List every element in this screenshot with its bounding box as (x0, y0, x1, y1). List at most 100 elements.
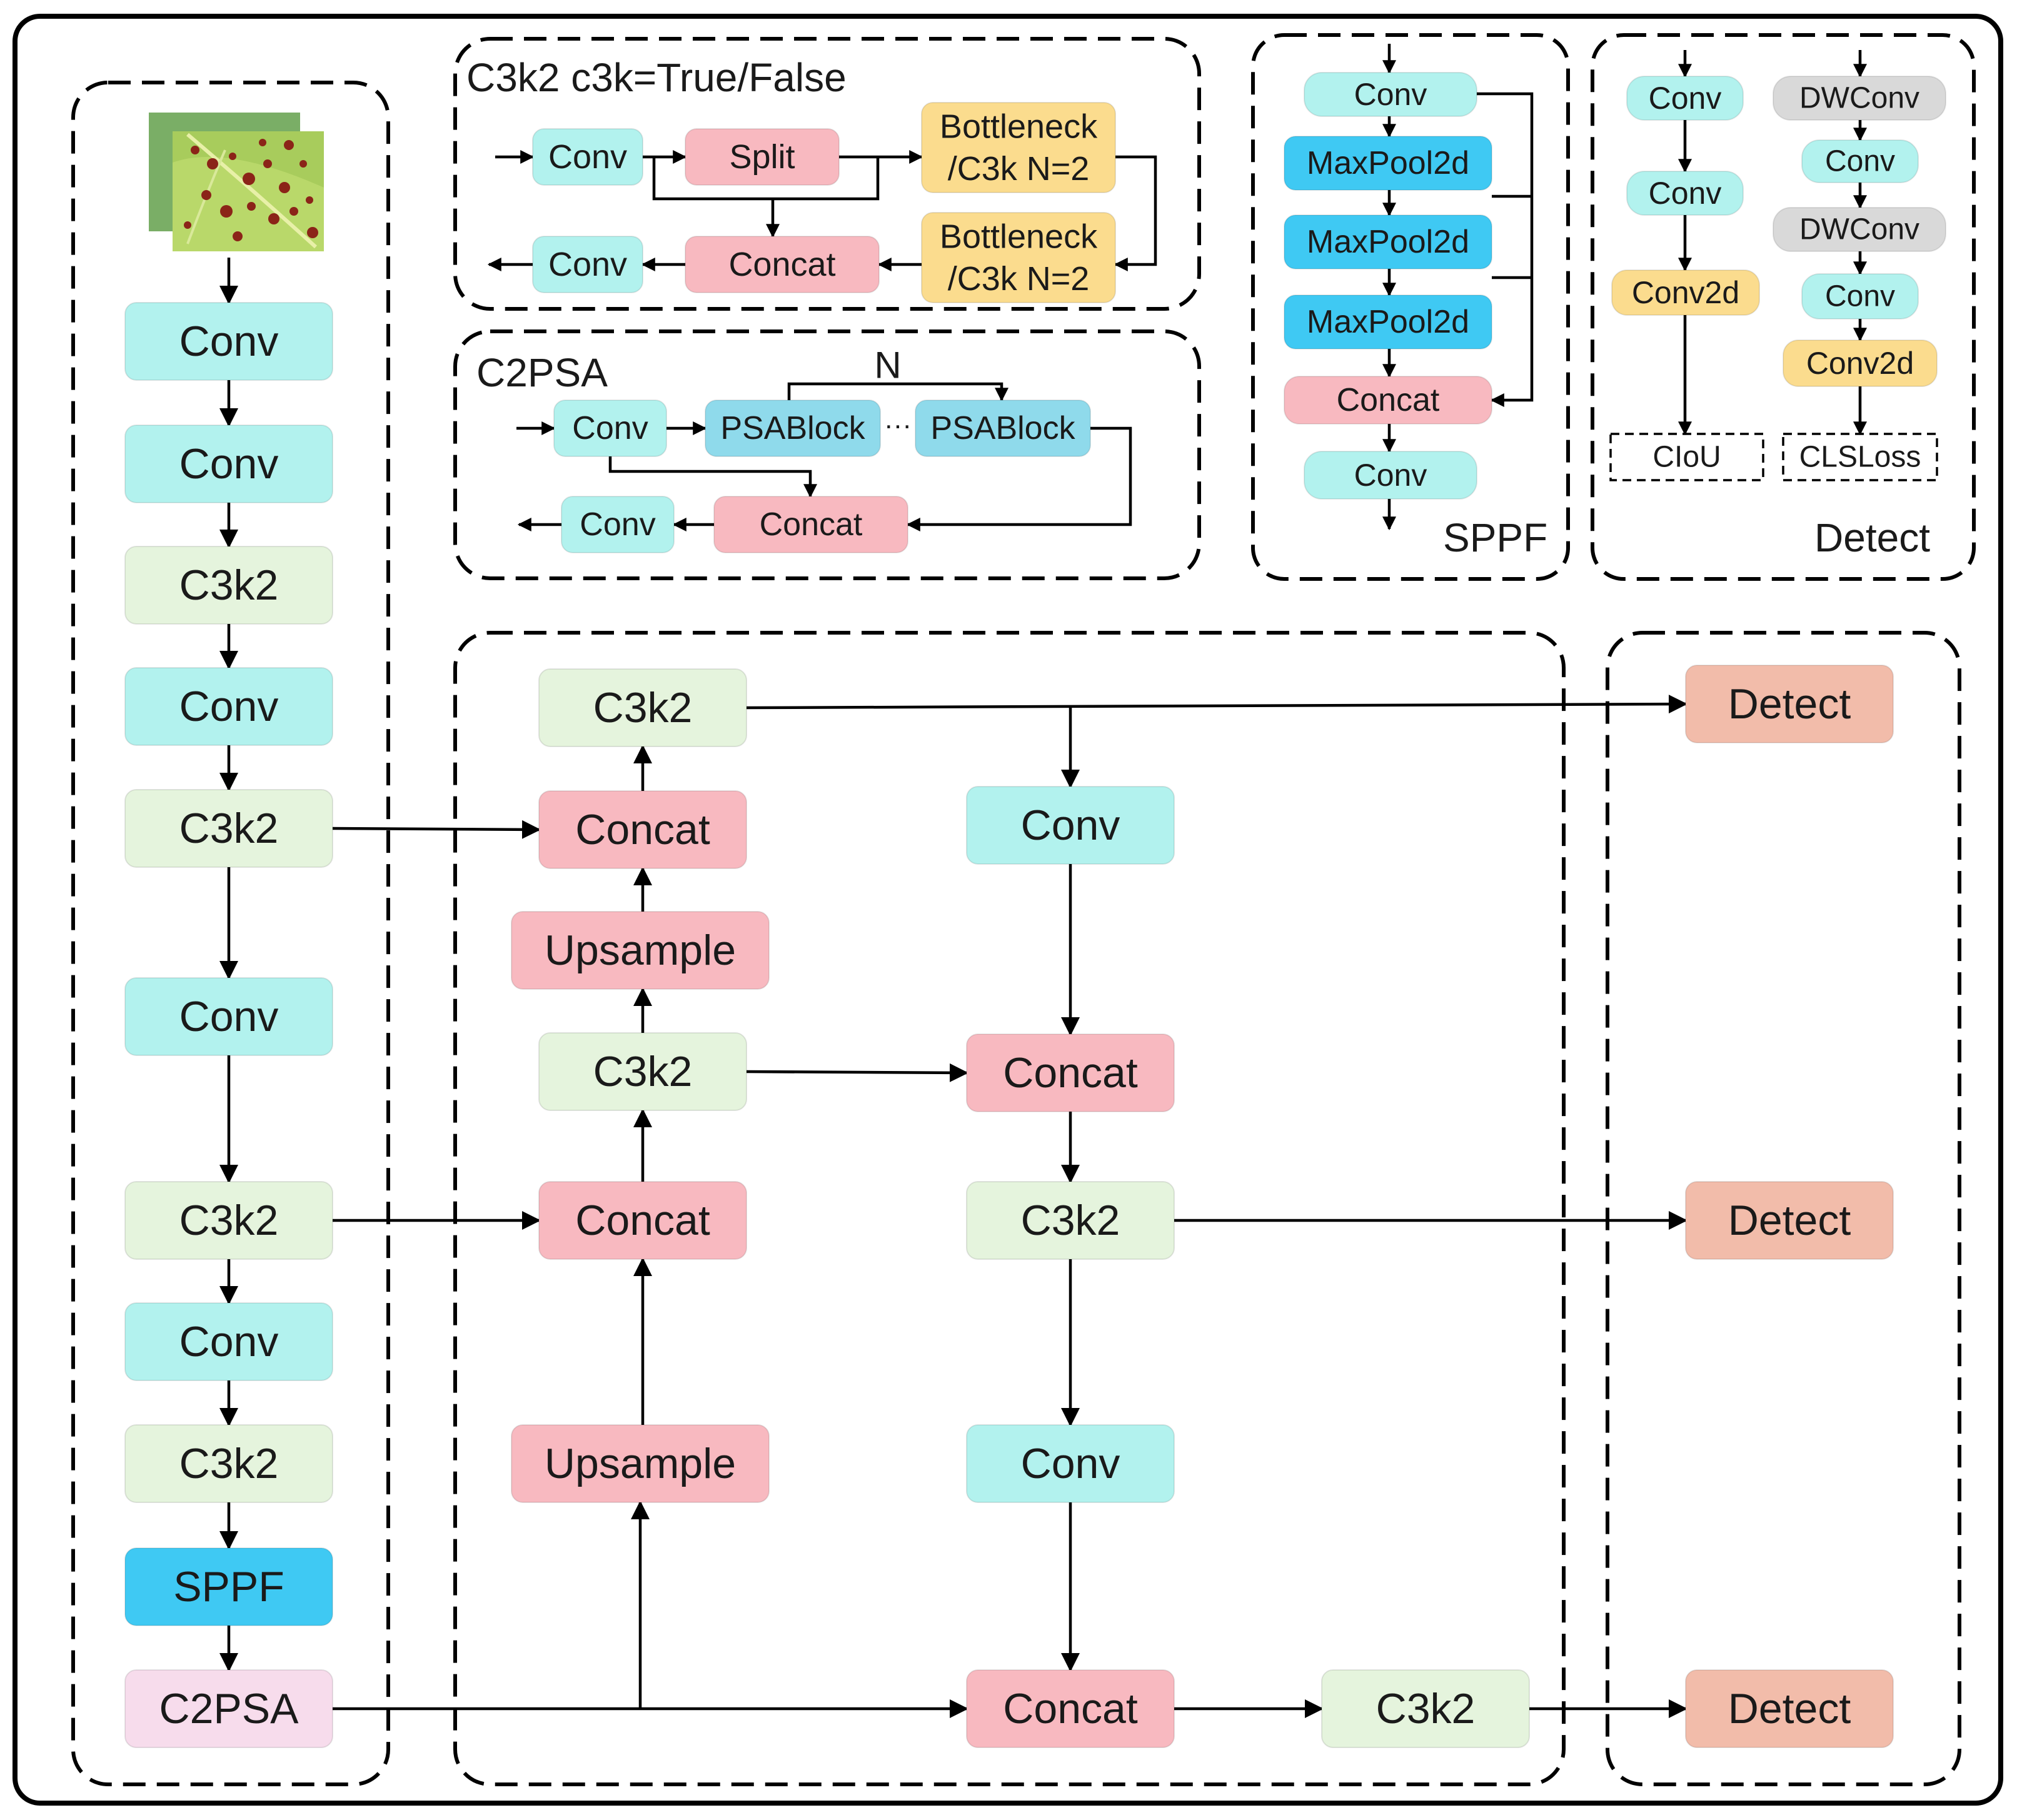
neck-block-4-label: Concat (575, 1197, 710, 1244)
det-mod-conv2d-1: Conv2d (1611, 269, 1760, 316)
sppf-mod-maxpool-3-label: MaxPool2d (1307, 304, 1469, 340)
neck-block-0: C3k2 (538, 668, 747, 747)
backbone-block-2-box (124, 546, 333, 625)
backbone-block-4-box (124, 789, 333, 868)
det-mod-conv-4: Conv (1801, 273, 1919, 319)
det-mod-dwconv-2-box (1773, 207, 1946, 252)
det-mod-conv-1-label: Conv (1649, 81, 1722, 116)
backbone-block-6-box (124, 1181, 333, 1260)
neck-block-5-label: Upsample (545, 1440, 736, 1487)
neck-block-7: Concat (966, 1033, 1175, 1112)
sppf-mod-skip-main (1477, 92, 1534, 407)
sppf-mod-maxpool-2-label: MaxPool2d (1307, 224, 1469, 260)
det-mod-ciou-box (1609, 433, 1764, 481)
det-mod-conv-3: Conv (1801, 139, 1919, 183)
c2psa-mod-conv-out-box (561, 496, 675, 553)
neck-block-2-box (511, 911, 770, 990)
neck-block-7-label: Concat (1003, 1049, 1138, 1097)
det-mod-conv2d-1-label: Conv2d (1632, 275, 1739, 310)
c2psa-module-title: C2PSA (476, 350, 608, 395)
neck-block-0-box (538, 668, 747, 747)
neck-block-0-label: C3k2 (593, 684, 693, 732)
neck-block-3-label: C3k2 (593, 1048, 693, 1095)
c2psa-mod-repeat-loop (787, 382, 1008, 402)
link-c3k2-to-detect-1 (746, 695, 1688, 714)
neck-block-6: Conv (966, 786, 1175, 865)
sppf-mod-maxpool-1: MaxPool2d (1284, 136, 1492, 191)
neck-block-6-label: Conv (1021, 802, 1120, 849)
outer-frame (13, 14, 2003, 1806)
neck-block-10: Concat (966, 1669, 1175, 1748)
backbone-block-5: Conv (124, 977, 333, 1056)
backbone-block-1: Conv (124, 425, 333, 503)
backbone-block-3: Conv (124, 667, 333, 746)
c2psa-mod-psablock-2-label: PSABlock (930, 410, 1075, 446)
detect-block-2: Detect (1685, 1669, 1894, 1748)
backbone-block-10: C2PSA (124, 1669, 333, 1748)
link-c3k2-to-concat-top (332, 820, 541, 839)
c2psa-mod-psablock-1-box (705, 400, 881, 457)
backbone-block-4: C3k2 (124, 789, 333, 868)
c3k2-mod-split-box (685, 128, 840, 186)
c3k2-mod-conv-in: Conv (532, 128, 643, 186)
leaf-image (149, 113, 324, 251)
c2psa-module-group (453, 329, 1201, 580)
backbone-block-0-label: Conv (179, 318, 279, 365)
c3k2-mod-concat-box (685, 236, 880, 293)
det-mod-conv-4-label: Conv (1825, 280, 1895, 313)
c2psa-mod-psablock-1: PSABlock (705, 400, 881, 457)
backbone-block-10-box (124, 1669, 333, 1748)
c2psa-mod-concat-box (713, 496, 908, 553)
c3k2-mod-conv-out-label: Conv (548, 246, 627, 283)
neck-group (453, 631, 1566, 1786)
det-mod-conv-1-box (1626, 76, 1744, 121)
backbone-block-7: Conv (124, 1302, 333, 1381)
neck-block-10-label: Concat (1003, 1685, 1138, 1732)
backbone-block-8-box (124, 1424, 333, 1503)
backbone-block-3-box (124, 667, 333, 746)
c3k2-module-title: C3k2 c3k=True/False (466, 55, 847, 100)
backbone-block-2-label: C3k2 (179, 561, 279, 609)
det-mod-conv-3-box (1801, 139, 1919, 183)
detect-block-0-box (1685, 665, 1894, 743)
c2psa-mod-arrow-concat (906, 426, 1132, 531)
sppf-mod-maxpool-1-label: MaxPool2d (1307, 145, 1469, 181)
neck-block-3: C3k2 (538, 1032, 747, 1111)
backbone-block-9-label: SPPF (173, 1563, 284, 1611)
detect-block-1-box (1685, 1181, 1894, 1260)
backbone-block-2: C3k2 (124, 546, 333, 625)
det-mod-conv-4-box (1801, 273, 1919, 319)
c3k2-mod-concat-label: Concat (728, 246, 835, 283)
c3k2-mod-concat: Concat (685, 236, 880, 293)
neck-block-8-label: C3k2 (1021, 1197, 1120, 1244)
c2psa-mod-psablock-1-label: PSABlock (720, 410, 865, 446)
sppf-mod-maxpool-3: MaxPool2d (1284, 294, 1492, 349)
neck-block-9: Conv (966, 1424, 1175, 1503)
c2psa-mod-conv-out-label: Conv (580, 506, 655, 543)
neck-block-5: Upsample (511, 1424, 770, 1503)
c3k2-mod-bottleneck-2: Bottleneck/C3k N=2 (921, 212, 1116, 303)
det-mod-clsloss: CLSLoss (1782, 433, 1938, 481)
det-mod-clsloss-box (1782, 433, 1938, 481)
backbone-block-5-box (124, 977, 333, 1056)
det-mod-conv-3-label: Conv (1825, 145, 1895, 178)
detect-block-2-label: Detect (1728, 1685, 1851, 1732)
neck-block-11-label: C3k2 (1376, 1685, 1476, 1732)
c2psa-mod-psablock-2-box (915, 400, 1091, 457)
neck-block-3-box (538, 1032, 747, 1111)
backbone-block-0: Conv (124, 302, 333, 381)
det-mod-conv-2: Conv (1626, 171, 1744, 216)
c2psa-ellipsis: ··· (884, 410, 912, 441)
c3k2-mod-arrow-bn-loop (1114, 155, 1157, 271)
backbone-block-1-label: Conv (179, 440, 279, 488)
detect-module-group (1591, 33, 1976, 581)
backbone-block-5-label: Conv (179, 993, 279, 1040)
sppf-mod-conv-in-box (1304, 72, 1477, 117)
c3k2-mod-bottleneck-2-label: Bottleneck (940, 218, 1098, 255)
backbone-block-8: C3k2 (124, 1424, 333, 1503)
det-mod-conv-2-label: Conv (1649, 176, 1722, 211)
c2psa-mod-psablock-2: PSABlock (915, 400, 1091, 457)
backbone-block-6: C3k2 (124, 1181, 333, 1260)
neck-block-6-box (966, 786, 1175, 865)
